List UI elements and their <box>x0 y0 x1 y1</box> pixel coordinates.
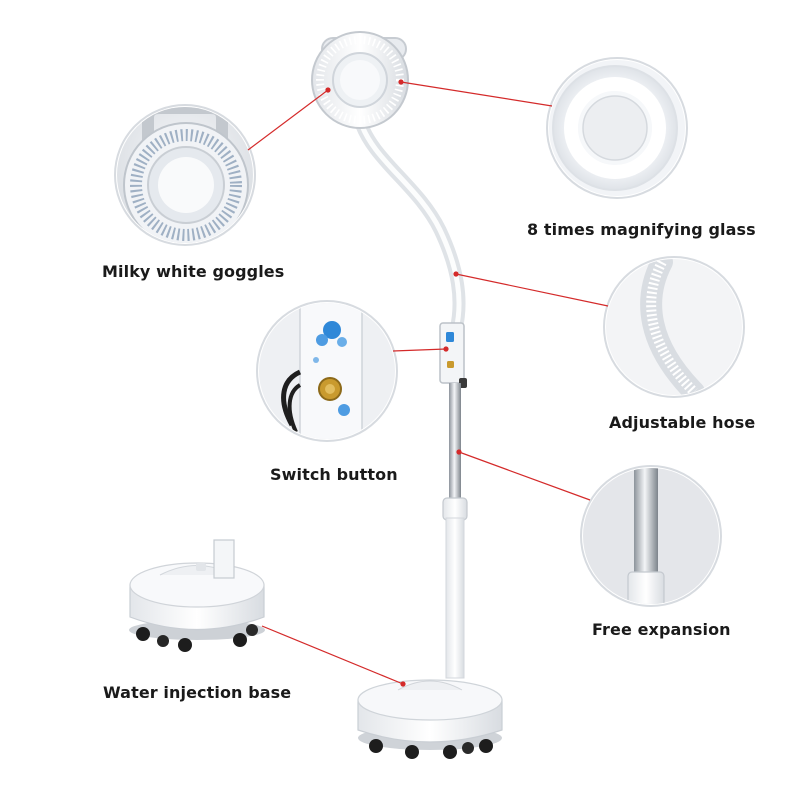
label-switch-button: Switch button <box>270 465 398 484</box>
inset-switch-button <box>256 300 398 442</box>
pointer-lines <box>247 79 609 687</box>
pointer-switch <box>392 348 447 352</box>
label-magnifying-glass: 8 times magnifying glass <box>527 220 756 239</box>
label-free-expansion: Free expansion <box>592 620 731 639</box>
pointer-goggles <box>247 89 329 151</box>
pointer-magnifying-glass <box>400 81 553 107</box>
label-adjustable-hose: Adjustable hose <box>609 413 756 432</box>
telescopic-pole-upper <box>449 383 461 508</box>
control-box <box>439 322 467 388</box>
pointer-expansion <box>458 451 591 501</box>
pointer-hose <box>455 273 609 307</box>
floor-lamp <box>311 31 503 759</box>
lamp-base <box>357 679 503 759</box>
lamp-head <box>311 31 409 129</box>
inset-free-expansion <box>580 465 722 607</box>
inset-goggles <box>114 104 256 246</box>
water-injection-base-image <box>129 539 265 652</box>
label-milky-white-goggles: Milky white goggles <box>102 262 285 281</box>
label-water-injection-base: Water injection base <box>103 683 292 702</box>
pointer-base <box>261 625 404 685</box>
inset-magnifying-glass <box>546 57 688 199</box>
pole-lower <box>445 517 465 679</box>
inset-adjustable-hose <box>603 256 745 398</box>
